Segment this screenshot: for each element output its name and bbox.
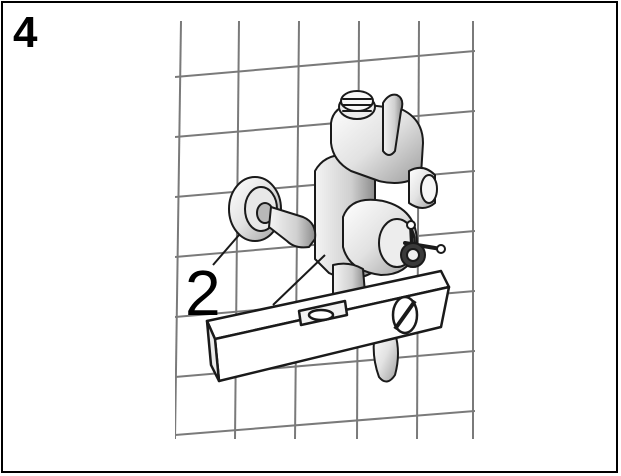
callout-leaders (212, 234, 326, 306)
cross-knob (400, 220, 446, 268)
shower-valve (228, 90, 446, 383)
spirit-level (205, 269, 451, 383)
callout-label: 2 (185, 257, 221, 329)
valve-illustration: 2 (175, 21, 475, 439)
step-number: 4 (13, 8, 38, 57)
